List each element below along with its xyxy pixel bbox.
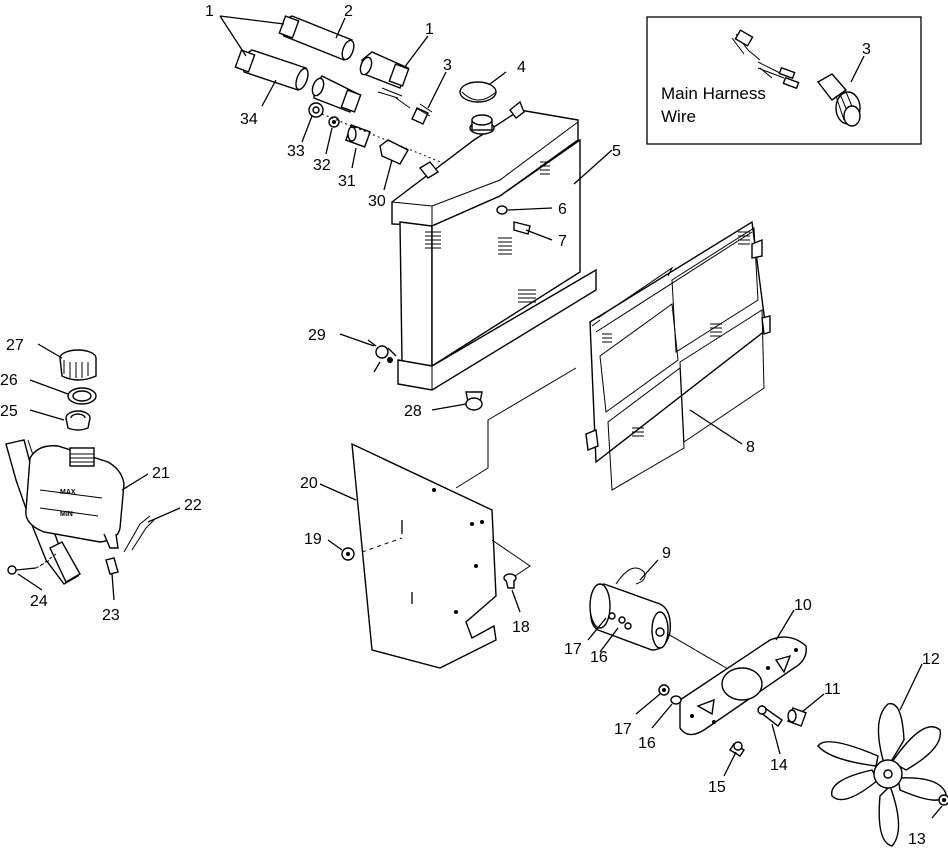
fan-motor-icon <box>589 567 671 651</box>
callout-17a: 17 <box>564 641 582 658</box>
callout-labels: 1 2 1 3 4 34 33 32 31 30 5 6 7 29 28 8 2… <box>0 3 940 848</box>
connector-terminal-icon <box>778 66 796 80</box>
callout-21: 21 <box>152 465 170 482</box>
callout-34: 34 <box>240 111 258 128</box>
nut-13-icon <box>938 794 948 806</box>
hose-lower-icon <box>234 49 309 91</box>
callout-10: 10 <box>794 597 812 614</box>
callout-8: 8 <box>746 439 755 456</box>
callout-4: 4 <box>517 59 526 76</box>
radiator-icon <box>391 100 597 391</box>
fitting-washer-icon <box>328 116 340 128</box>
callout-16a: 16 <box>590 649 608 666</box>
callout-28: 28 <box>404 403 422 420</box>
washer-16-lower-icon <box>670 695 682 705</box>
callout-2: 2 <box>344 3 353 20</box>
callout-26: 26 <box>0 372 18 389</box>
callout-12: 12 <box>922 651 940 668</box>
callout-7: 7 <box>558 233 567 250</box>
callout-9: 9 <box>662 545 671 562</box>
callout-16b: 16 <box>638 735 656 752</box>
spacer-11-icon <box>787 707 807 727</box>
callout-31: 31 <box>338 173 356 190</box>
callout-1a: 1 <box>205 3 214 20</box>
grommet-icon <box>465 391 483 411</box>
callout-23: 23 <box>102 607 120 624</box>
callout-13: 13 <box>908 831 926 848</box>
fitting-hose-small-icon <box>379 139 409 165</box>
leader-lines <box>17 15 943 819</box>
washer-small-icon <box>496 205 508 215</box>
callout-19: 19 <box>304 531 322 548</box>
reservoir-gasket-icon <box>67 387 97 405</box>
screw-15-icon <box>729 741 745 757</box>
callout-11: 11 <box>824 681 841 698</box>
hose-right-icon <box>359 51 410 89</box>
screw-24-icon <box>7 553 57 575</box>
callout-17b: 17 <box>614 721 632 738</box>
callout-1b: 1 <box>425 21 434 38</box>
fan-blade-icon <box>817 702 947 847</box>
wire-sleeve-icon <box>734 29 754 47</box>
fan-shroud-panel-icon <box>351 442 497 669</box>
fitting-adapter-icon <box>344 124 372 148</box>
radiator-cap-icon <box>459 81 497 103</box>
callout-18: 18 <box>512 619 530 636</box>
screw-14-icon <box>757 704 783 728</box>
screw-small-icon <box>513 221 531 235</box>
reservoir-cap-icon <box>59 349 97 381</box>
callout-27: 27 <box>6 337 24 354</box>
overflow-hose-icon <box>123 515 155 553</box>
callout-14: 14 <box>770 757 788 774</box>
fitting-nut-icon <box>308 102 324 118</box>
callout-6: 6 <box>558 201 567 218</box>
callout-33: 33 <box>287 143 305 160</box>
inset-label-line1: Main Harness <box>661 84 766 103</box>
reservoir-seal-icon <box>65 410 91 431</box>
rivet-18-icon <box>503 573 517 589</box>
fan-mount-plate-icon <box>679 636 807 736</box>
callout-15: 15 <box>708 779 726 796</box>
nut-19-icon <box>341 547 355 561</box>
bottle-min-mark: MIN <box>60 511 73 518</box>
callout-3: 3 <box>443 57 452 74</box>
callout-5: 5 <box>612 143 621 160</box>
nut-17-lower-icon <box>658 684 670 696</box>
callout-29: 29 <box>308 327 326 344</box>
hose-mid-icon <box>311 75 362 113</box>
callout-22: 22 <box>184 497 202 514</box>
callout-20: 20 <box>300 475 318 492</box>
drain-valve-icon <box>367 339 397 373</box>
inset-callout-3: 3 <box>862 41 871 58</box>
callout-32: 32 <box>313 157 331 174</box>
coolant-reservoir-icon: MAX MIN <box>5 439 125 585</box>
callout-24: 24 <box>30 593 48 610</box>
radiator-screen-icon <box>585 220 771 491</box>
inset-panel: 3 Main Harness Wire <box>646 16 922 145</box>
temperature-switch-icon <box>816 73 861 127</box>
callout-25: 25 <box>0 403 18 420</box>
callout-30: 30 <box>368 193 386 210</box>
inset-label-line2: Wire <box>661 107 696 126</box>
bottle-max-mark: MAX <box>60 489 76 496</box>
hose-upper-icon <box>278 15 355 61</box>
hose-clamp-icon <box>105 557 119 575</box>
